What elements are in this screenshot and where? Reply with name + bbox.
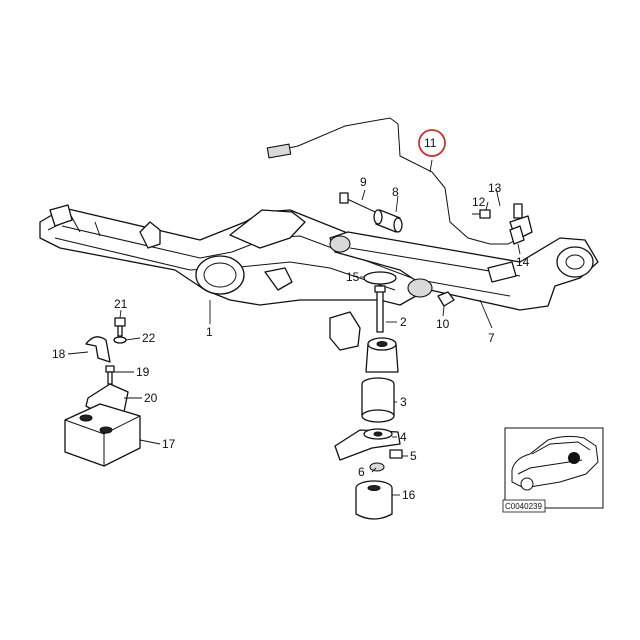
callout-3: 3 bbox=[400, 395, 407, 409]
bushing-3 bbox=[361, 377, 395, 423]
clip-22 bbox=[113, 336, 127, 344]
bushing-8 bbox=[373, 209, 403, 233]
callout-20: 20 bbox=[144, 391, 158, 405]
callout-4: 4 bbox=[400, 430, 407, 444]
callout-6: 6 bbox=[358, 465, 365, 479]
screw-19 bbox=[105, 365, 115, 385]
bolt-21 bbox=[114, 317, 126, 337]
callout-labels: 1 2 3 4 5 6 7 8 9 10 11 12 13 14 15 16 1… bbox=[52, 129, 530, 502]
inset-car-location: C0040239 bbox=[502, 427, 604, 513]
bolt-12 bbox=[472, 209, 491, 219]
callout-12: 12 bbox=[472, 195, 486, 209]
callout-5: 5 bbox=[410, 449, 417, 463]
leader-lines bbox=[67, 159, 521, 496]
mount-16 bbox=[355, 480, 393, 520]
callout-21: 21 bbox=[114, 297, 128, 311]
callout-11: 11 bbox=[424, 136, 437, 150]
callout-14: 14 bbox=[516, 255, 530, 269]
nut-10 bbox=[437, 291, 455, 307]
bolt-5 bbox=[389, 449, 403, 459]
rubber-mount bbox=[365, 337, 399, 373]
callout-1: 1 bbox=[206, 325, 213, 339]
bracket-4 bbox=[334, 428, 401, 461]
callout-16: 16 bbox=[402, 488, 416, 502]
callout-11-highlight-ring bbox=[418, 129, 446, 157]
callout-9: 9 bbox=[360, 175, 367, 189]
nut-6 bbox=[369, 462, 385, 472]
callout-7: 7 bbox=[488, 331, 495, 345]
clamp-18 bbox=[85, 336, 111, 363]
block-17 bbox=[64, 403, 141, 467]
washer-15 bbox=[363, 271, 397, 285]
callout-19: 19 bbox=[136, 365, 150, 379]
stud-2 bbox=[374, 285, 386, 333]
callout-22: 22 bbox=[142, 331, 156, 345]
callout-13: 13 bbox=[488, 181, 502, 195]
callout-18: 18 bbox=[52, 347, 66, 361]
callout-10: 10 bbox=[436, 317, 450, 331]
inset-code: C0040239 bbox=[505, 502, 542, 511]
callout-8: 8 bbox=[392, 185, 399, 199]
bracket-14 bbox=[509, 225, 525, 245]
callout-15: 15 bbox=[346, 270, 360, 284]
callout-17: 17 bbox=[162, 437, 176, 451]
axle-carrier bbox=[39, 204, 431, 351]
trailing-arm bbox=[329, 231, 599, 311]
callout-2: 2 bbox=[400, 315, 407, 329]
